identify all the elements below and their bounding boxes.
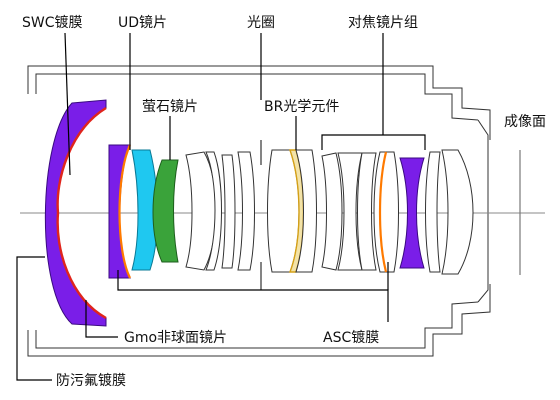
rear-lens-1 — [425, 151, 441, 273]
barrel-outline-bottom — [27, 284, 491, 357]
lens-element-6 — [205, 151, 222, 271]
label-image-plane: 成像面 — [504, 114, 546, 130]
lens-element-7 — [221, 154, 236, 269]
leader-gmo-element — [117, 270, 389, 322]
leader-focus-group — [321, 134, 426, 150]
leader-swc — [64, 32, 71, 176]
fluorite-element — [152, 159, 179, 263]
label-br: BR光学元件 — [264, 99, 339, 115]
barrel-inner-bottom — [35, 301, 479, 349]
label-swc: SWC镀膜 — [22, 14, 83, 31]
barrel-inner-top — [35, 73, 479, 121]
focus-lens-3 — [357, 152, 377, 271]
rear-lens-2 — [441, 149, 474, 275]
gmo-coating-edge — [118, 144, 131, 279]
asc-coating-curve — [378, 151, 388, 273]
br-lens-rear — [295, 149, 317, 273]
lens-element-8 — [237, 151, 255, 271]
label-fluorine: 防污氟镀膜 — [56, 372, 126, 389]
focus-lens-asc — [373, 151, 399, 273]
focus-lens-1 — [321, 152, 343, 271]
label-aperture: 光圈 — [247, 15, 275, 31]
label-fluorite: 萤石镜片 — [142, 99, 198, 115]
barrel-outline-top — [27, 65, 491, 140]
label-asc: ASC镀膜 — [323, 329, 379, 346]
label-gmo: Gmo非球面镜片 — [124, 330, 227, 346]
rear-purple-element — [399, 157, 425, 269]
label-ud: UD镜片 — [118, 15, 167, 31]
barrel-rear-mount — [477, 119, 489, 303]
swc-coating-curve — [56, 106, 107, 320]
leader-fluorine — [16, 256, 52, 381]
label-focus-group: 对焦镜片组 — [348, 15, 418, 31]
leader-gmo — [85, 300, 118, 338]
